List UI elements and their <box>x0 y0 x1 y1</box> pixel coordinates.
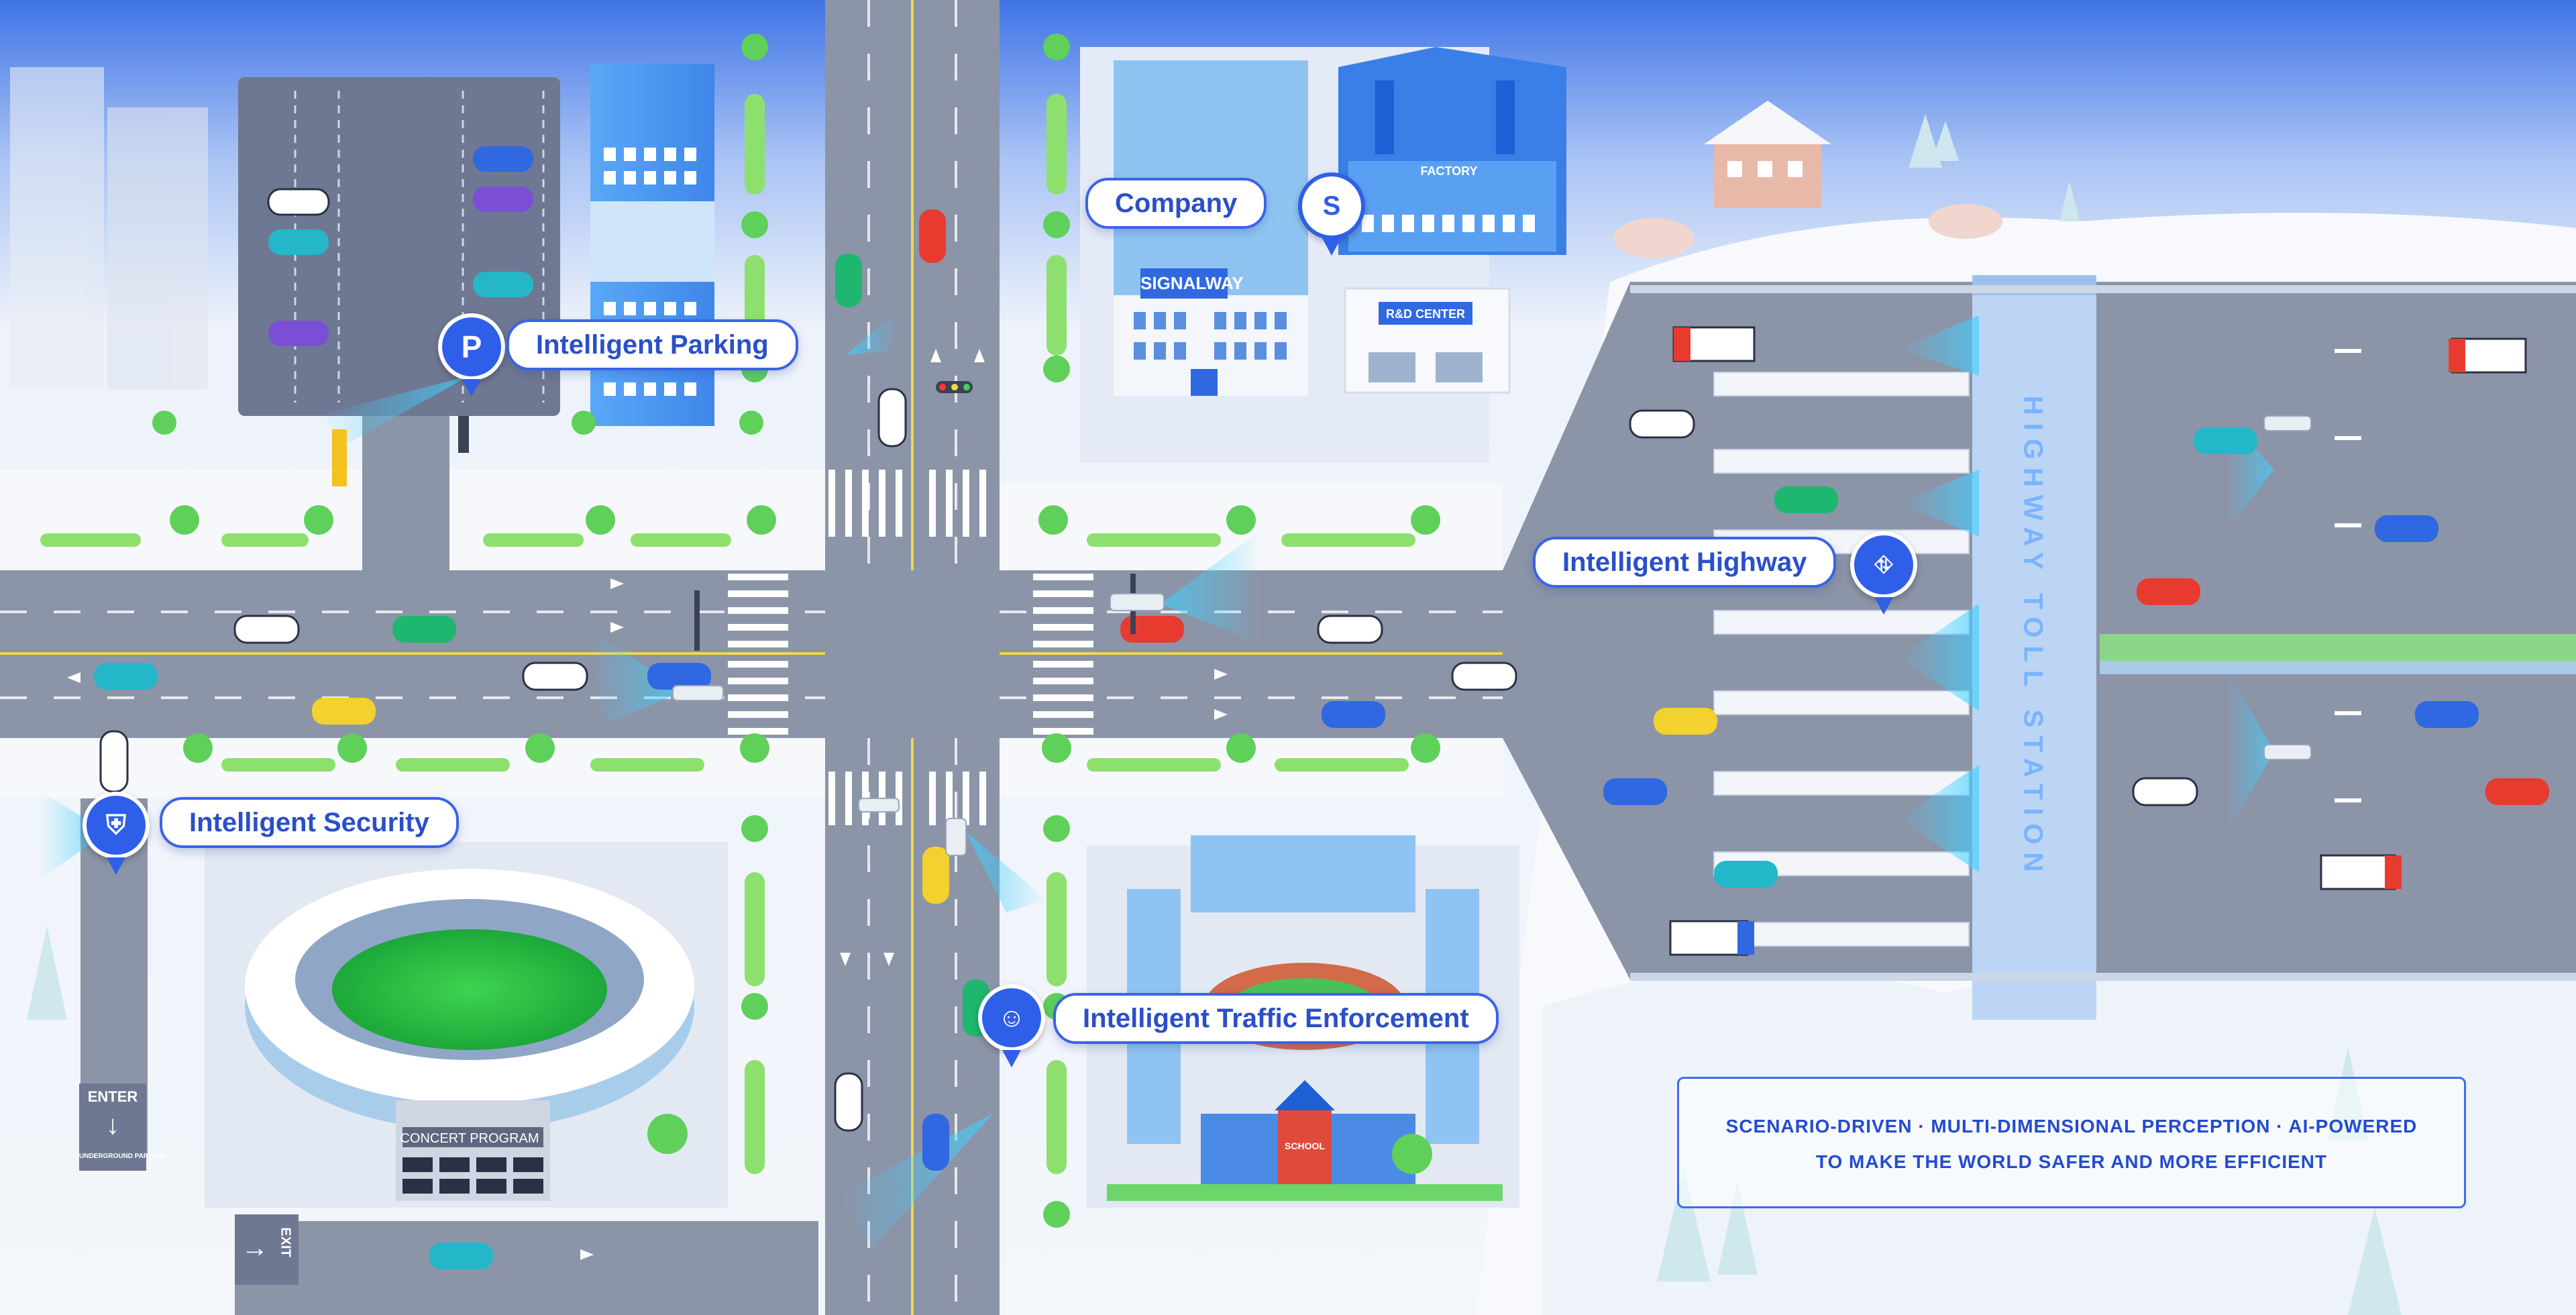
security-label[interactable]: Intelligent Security <box>160 797 459 848</box>
school-sign: SCHOOL <box>1285 1141 1325 1151</box>
parking-label[interactable]: Intelligent Parking <box>506 319 798 370</box>
toll-gantry <box>1972 275 2096 1020</box>
enforcement-label-text: Intelligent Traffic Enforcement <box>1083 1003 1469 1033</box>
enforcement-label[interactable]: Intelligent Traffic Enforcement <box>1053 993 1499 1044</box>
exit-sign: EXIT <box>278 1227 293 1257</box>
exit-arrow-icon: → <box>241 1233 268 1263</box>
shield-icon[interactable]: ⛨ <box>83 792 150 875</box>
rd-center-sign: R&D CENTER <box>1385 307 1465 321</box>
underground-entrance <box>79 1084 146 1171</box>
crosswalk-north <box>828 470 986 537</box>
factory-sign: FACTORY <box>1420 164 1478 178</box>
crosswalk-west <box>728 574 788 735</box>
trees <box>152 34 1440 1228</box>
concert-sign: CONCERT PROGRAM <box>400 1131 539 1146</box>
company-label[interactable]: Company <box>1085 178 1267 229</box>
slogan-line-2: TO MAKE THE WORLD SAFER AND MORE EFFICIE… <box>1815 1151 2328 1172</box>
enter-arrow-icon: ↓ <box>106 1110 119 1140</box>
underground-parking-sign: UNDERGROUND PARKING <box>79 1153 166 1160</box>
signalway-sign: SIGNALWAY <box>1140 273 1244 293</box>
cars <box>94 146 2549 1269</box>
toll-station-title: HIGHWAY TOLL STATION <box>1992 395 2073 880</box>
stadium <box>245 869 694 1201</box>
parking-icon[interactable]: P <box>438 313 505 397</box>
highway-label-text: Intelligent Highway <box>1562 547 1807 577</box>
crosswalk-east <box>1033 574 1093 735</box>
slogan-panel: SCENARIO-DRIVEN · MULTI-DIMENSIONAL PERC… <box>1677 1077 2466 1208</box>
police-icon[interactable]: ☺ <box>978 984 1045 1067</box>
signalway-building <box>1114 60 1308 396</box>
signalway-logo-icon[interactable]: S <box>1298 172 1365 256</box>
underground-exit <box>235 1214 299 1285</box>
company-label-text: Company <box>1115 188 1238 218</box>
highway-icon[interactable]: ⛗ <box>1850 531 1917 615</box>
slogan-line-1: SCENARIO-DRIVEN · MULTI-DIMENSIONAL PERC… <box>1725 1116 2418 1137</box>
toll-station-label: HIGHWAY TOLL STATION <box>2018 395 2048 880</box>
rd-center-building <box>1344 287 1511 394</box>
highway-label[interactable]: Intelligent Highway <box>1533 537 1837 588</box>
factory-building <box>1338 47 1566 255</box>
parking-label-text: Intelligent Parking <box>536 329 769 360</box>
enter-sign: ENTER <box>87 1088 138 1105</box>
snow-house <box>1704 101 1831 208</box>
security-label-text: Intelligent Security <box>189 807 429 837</box>
office-tower <box>590 64 714 426</box>
